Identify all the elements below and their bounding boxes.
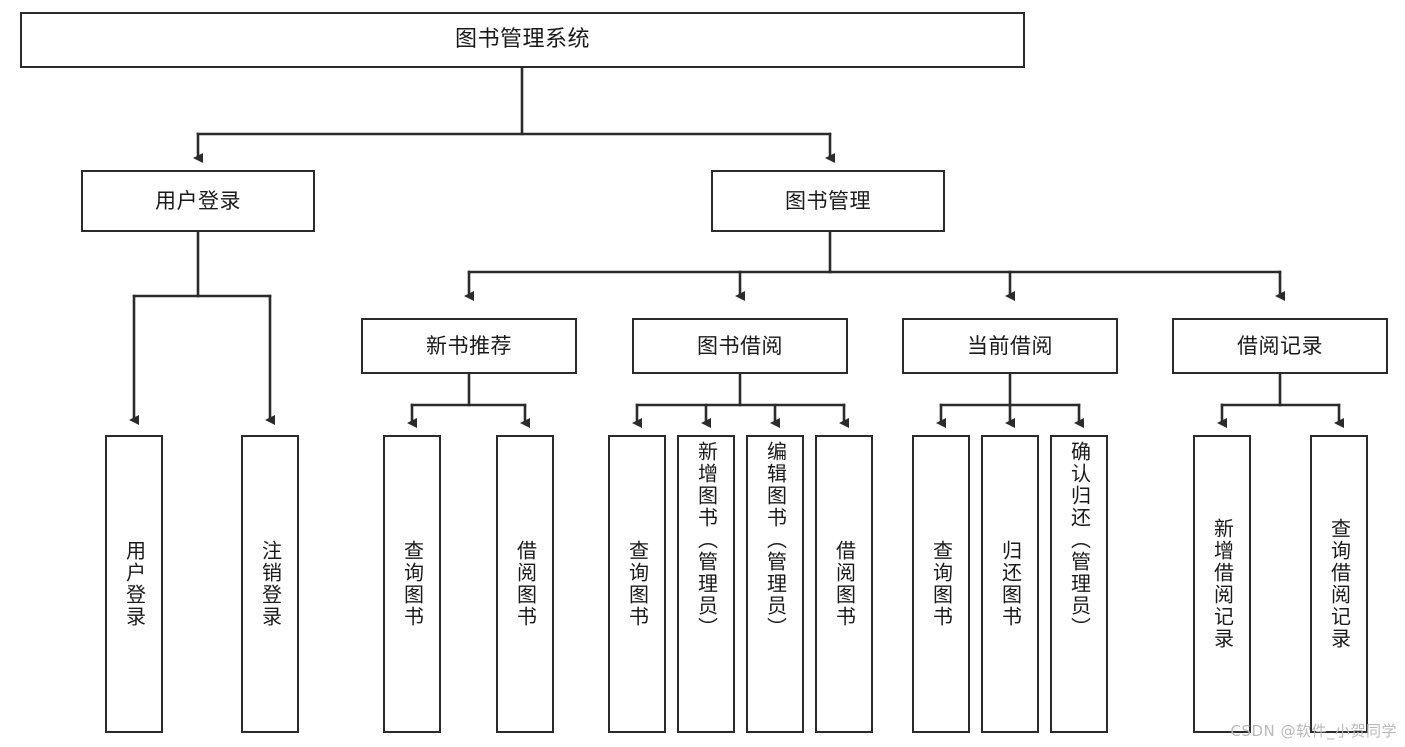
leaf-borrow-record-query-record[interactable]: 查询借阅记录 xyxy=(1310,435,1368,733)
node-label: 借阅图书 xyxy=(513,540,538,628)
node-label: 借阅记录 xyxy=(1237,333,1323,358)
node-label: 借阅图书 xyxy=(832,540,857,628)
leaf-book-borrow-edit-book-admin[interactable]: 编辑图书（管理员） xyxy=(746,435,804,733)
node-label: 图书管理系统 xyxy=(454,27,590,53)
node-label: 新增图书（管理员） xyxy=(694,441,719,639)
node-label: 图书管理 xyxy=(785,188,871,213)
node-user-login[interactable]: 用户登录 xyxy=(81,170,315,232)
node-label: 确认归还（管理员） xyxy=(1067,441,1092,639)
leaf-new-book-borrow-book[interactable]: 借阅图书 xyxy=(496,435,554,733)
leaf-book-borrow-borrow-book[interactable]: 借阅图书 xyxy=(815,435,873,733)
node-label: 编辑图书（管理员） xyxy=(763,441,788,639)
leaf-user-login-login[interactable]: 用户登录 xyxy=(105,435,163,733)
node-new-book-recommend[interactable]: 新书推荐 xyxy=(361,318,577,374)
node-label: 图书借阅 xyxy=(697,333,783,358)
leaf-new-book-query-book[interactable]: 查询图书 xyxy=(383,435,441,733)
node-book-borrow[interactable]: 图书借阅 xyxy=(632,318,848,374)
node-label: 当前借阅 xyxy=(967,333,1053,358)
leaf-book-borrow-query-book[interactable]: 查询图书 xyxy=(608,435,666,733)
node-borrow-record[interactable]: 借阅记录 xyxy=(1172,318,1388,374)
leaf-current-borrow-return-book[interactable]: 归还图书 xyxy=(981,435,1039,733)
node-label: 查询借阅记录 xyxy=(1327,518,1352,650)
node-label: 新增借阅记录 xyxy=(1210,518,1235,650)
leaf-book-borrow-add-book-admin[interactable]: 新增图书（管理员） xyxy=(677,435,735,733)
leaf-current-borrow-confirm-return-admin[interactable]: 确认归还（管理员） xyxy=(1050,435,1108,733)
csdn-watermark: CSDN @软件_小贺同学 xyxy=(1230,722,1397,740)
node-current-borrow[interactable]: 当前借阅 xyxy=(902,318,1118,374)
leaf-borrow-record-add-record[interactable]: 新增借阅记录 xyxy=(1193,435,1251,733)
node-label: 用户登录 xyxy=(155,188,241,213)
node-label: 注销登录 xyxy=(258,540,283,628)
node-label: 查询图书 xyxy=(929,540,954,628)
node-label: 用户登录 xyxy=(122,540,147,628)
node-label: 新书推荐 xyxy=(426,333,512,358)
leaf-current-borrow-query-book[interactable]: 查询图书 xyxy=(912,435,970,733)
node-root-book-management-system[interactable]: 图书管理系统 xyxy=(20,12,1025,68)
node-label: 查询图书 xyxy=(625,540,650,628)
node-book-management[interactable]: 图书管理 xyxy=(711,170,945,232)
node-label: 归还图书 xyxy=(998,540,1023,628)
leaf-user-login-logout[interactable]: 注销登录 xyxy=(241,435,299,733)
node-label: 查询图书 xyxy=(400,540,425,628)
